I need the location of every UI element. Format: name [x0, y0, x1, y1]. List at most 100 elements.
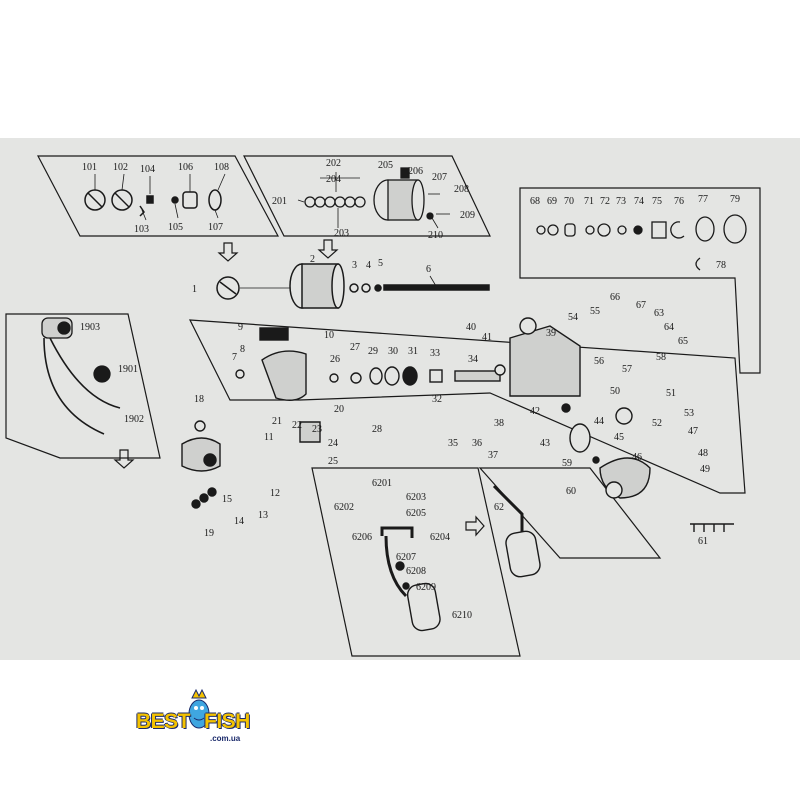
spool-cap-leaders: [94, 173, 226, 221]
spool-cap-parts: [84, 189, 222, 217]
label-35: 35: [448, 438, 458, 449]
label-39: 39: [546, 328, 556, 339]
label-57: 57: [622, 364, 632, 375]
label-68: 68: [530, 196, 540, 207]
label-37: 37: [488, 450, 498, 461]
spool-parts: [304, 167, 434, 221]
pins-parts: [690, 523, 734, 532]
body-panel: [188, 319, 746, 494]
label-51: 51: [666, 388, 676, 399]
label-32: 32: [432, 394, 442, 405]
label-6205: 6205: [406, 508, 426, 519]
label-27: 27: [350, 342, 360, 353]
label-6201: 6201: [372, 478, 392, 489]
label-47: 47: [688, 426, 698, 437]
label-52: 52: [652, 418, 662, 429]
label-107: 107: [208, 222, 223, 233]
fish-mascot-icon: [188, 688, 210, 729]
label-6204: 6204: [430, 532, 450, 543]
label-6203: 6203: [406, 492, 426, 503]
label-6208: 6208: [406, 566, 426, 577]
bail-parts: [41, 317, 121, 435]
spool-leaders: [297, 172, 450, 229]
label-8: 8: [240, 344, 245, 355]
label-69: 69: [547, 196, 557, 207]
label-1903: 1903: [80, 322, 100, 333]
spool-panel: [243, 155, 491, 237]
label-6202: 6202: [334, 502, 354, 513]
label-209: 209: [460, 210, 475, 221]
label-4: 4: [366, 260, 371, 271]
label-205: 205: [378, 160, 393, 171]
handle-knob-panel: [478, 467, 662, 559]
label-73: 73: [616, 196, 626, 207]
label-36: 36: [472, 438, 482, 449]
label-6209: 6209: [416, 582, 436, 593]
label-13: 13: [258, 510, 268, 521]
label-71: 71: [584, 196, 594, 207]
label-74: 74: [634, 196, 644, 207]
rotor-panel: [519, 187, 761, 374]
label-34: 34: [468, 354, 478, 365]
spool-assembly: [216, 263, 490, 309]
label-203: 203: [334, 228, 349, 239]
label-33: 33: [430, 348, 440, 359]
label-44: 44: [594, 416, 604, 427]
label-43: 43: [540, 438, 550, 449]
bestfish-logo[interactable]: BEST FISH .com.ua: [136, 688, 258, 748]
label-6207: 6207: [396, 552, 416, 563]
logo-brand-right: FISH: [204, 710, 250, 733]
rotor-parts: [536, 214, 747, 271]
part-labels: 101 102 104 106 108 103 105 107 202 204 …: [80, 158, 740, 621]
label-106: 106: [178, 162, 193, 173]
label-9: 9: [238, 322, 243, 333]
label-62: 62: [494, 502, 504, 513]
label-41: 41: [482, 332, 492, 343]
label-208: 208: [454, 184, 469, 195]
label-61: 61: [698, 536, 708, 547]
label-7: 7: [232, 352, 237, 363]
label-23: 23: [312, 424, 322, 435]
label-49: 49: [700, 464, 710, 475]
label-6210: 6210: [452, 610, 472, 621]
label-18: 18: [194, 394, 204, 405]
body-parts: [181, 317, 651, 509]
label-22: 22: [292, 420, 302, 431]
label-14: 14: [234, 516, 244, 527]
label-75: 75: [652, 196, 662, 207]
label-76: 76: [674, 196, 684, 207]
label-6: 6: [426, 264, 431, 275]
label-65: 65: [678, 336, 688, 347]
label-11: 11: [264, 432, 274, 443]
label-26: 26: [330, 354, 340, 365]
label-31: 31: [408, 346, 418, 357]
label-70: 70: [564, 196, 574, 207]
label-204: 204: [326, 174, 341, 185]
label-206: 206: [408, 166, 423, 177]
down-arrow-icon: [113, 239, 339, 469]
label-103: 103: [134, 224, 149, 235]
label-210: 210: [428, 230, 443, 241]
label-207: 207: [432, 172, 447, 183]
label-104: 104: [140, 164, 155, 175]
label-55: 55: [590, 306, 600, 317]
label-38: 38: [494, 418, 504, 429]
label-6206: 6206: [352, 532, 372, 543]
label-79: 79: [730, 194, 740, 205]
label-1902: 1902: [124, 414, 144, 425]
label-53: 53: [684, 408, 694, 419]
label-63: 63: [654, 308, 664, 319]
label-15: 15: [222, 494, 232, 505]
label-56: 56: [594, 356, 604, 367]
label-25: 25: [328, 456, 338, 467]
label-105: 105: [168, 222, 183, 233]
label-101: 101: [82, 162, 97, 173]
label-1: 1: [192, 284, 197, 295]
label-202: 202: [326, 158, 341, 169]
spool-cap-panel: [37, 155, 280, 237]
label-10: 10: [324, 330, 334, 341]
label-201: 201: [272, 196, 287, 207]
logo-domain: .com.ua: [210, 734, 241, 743]
right-arrow-icon: [465, 515, 485, 537]
label-102: 102: [113, 162, 128, 173]
